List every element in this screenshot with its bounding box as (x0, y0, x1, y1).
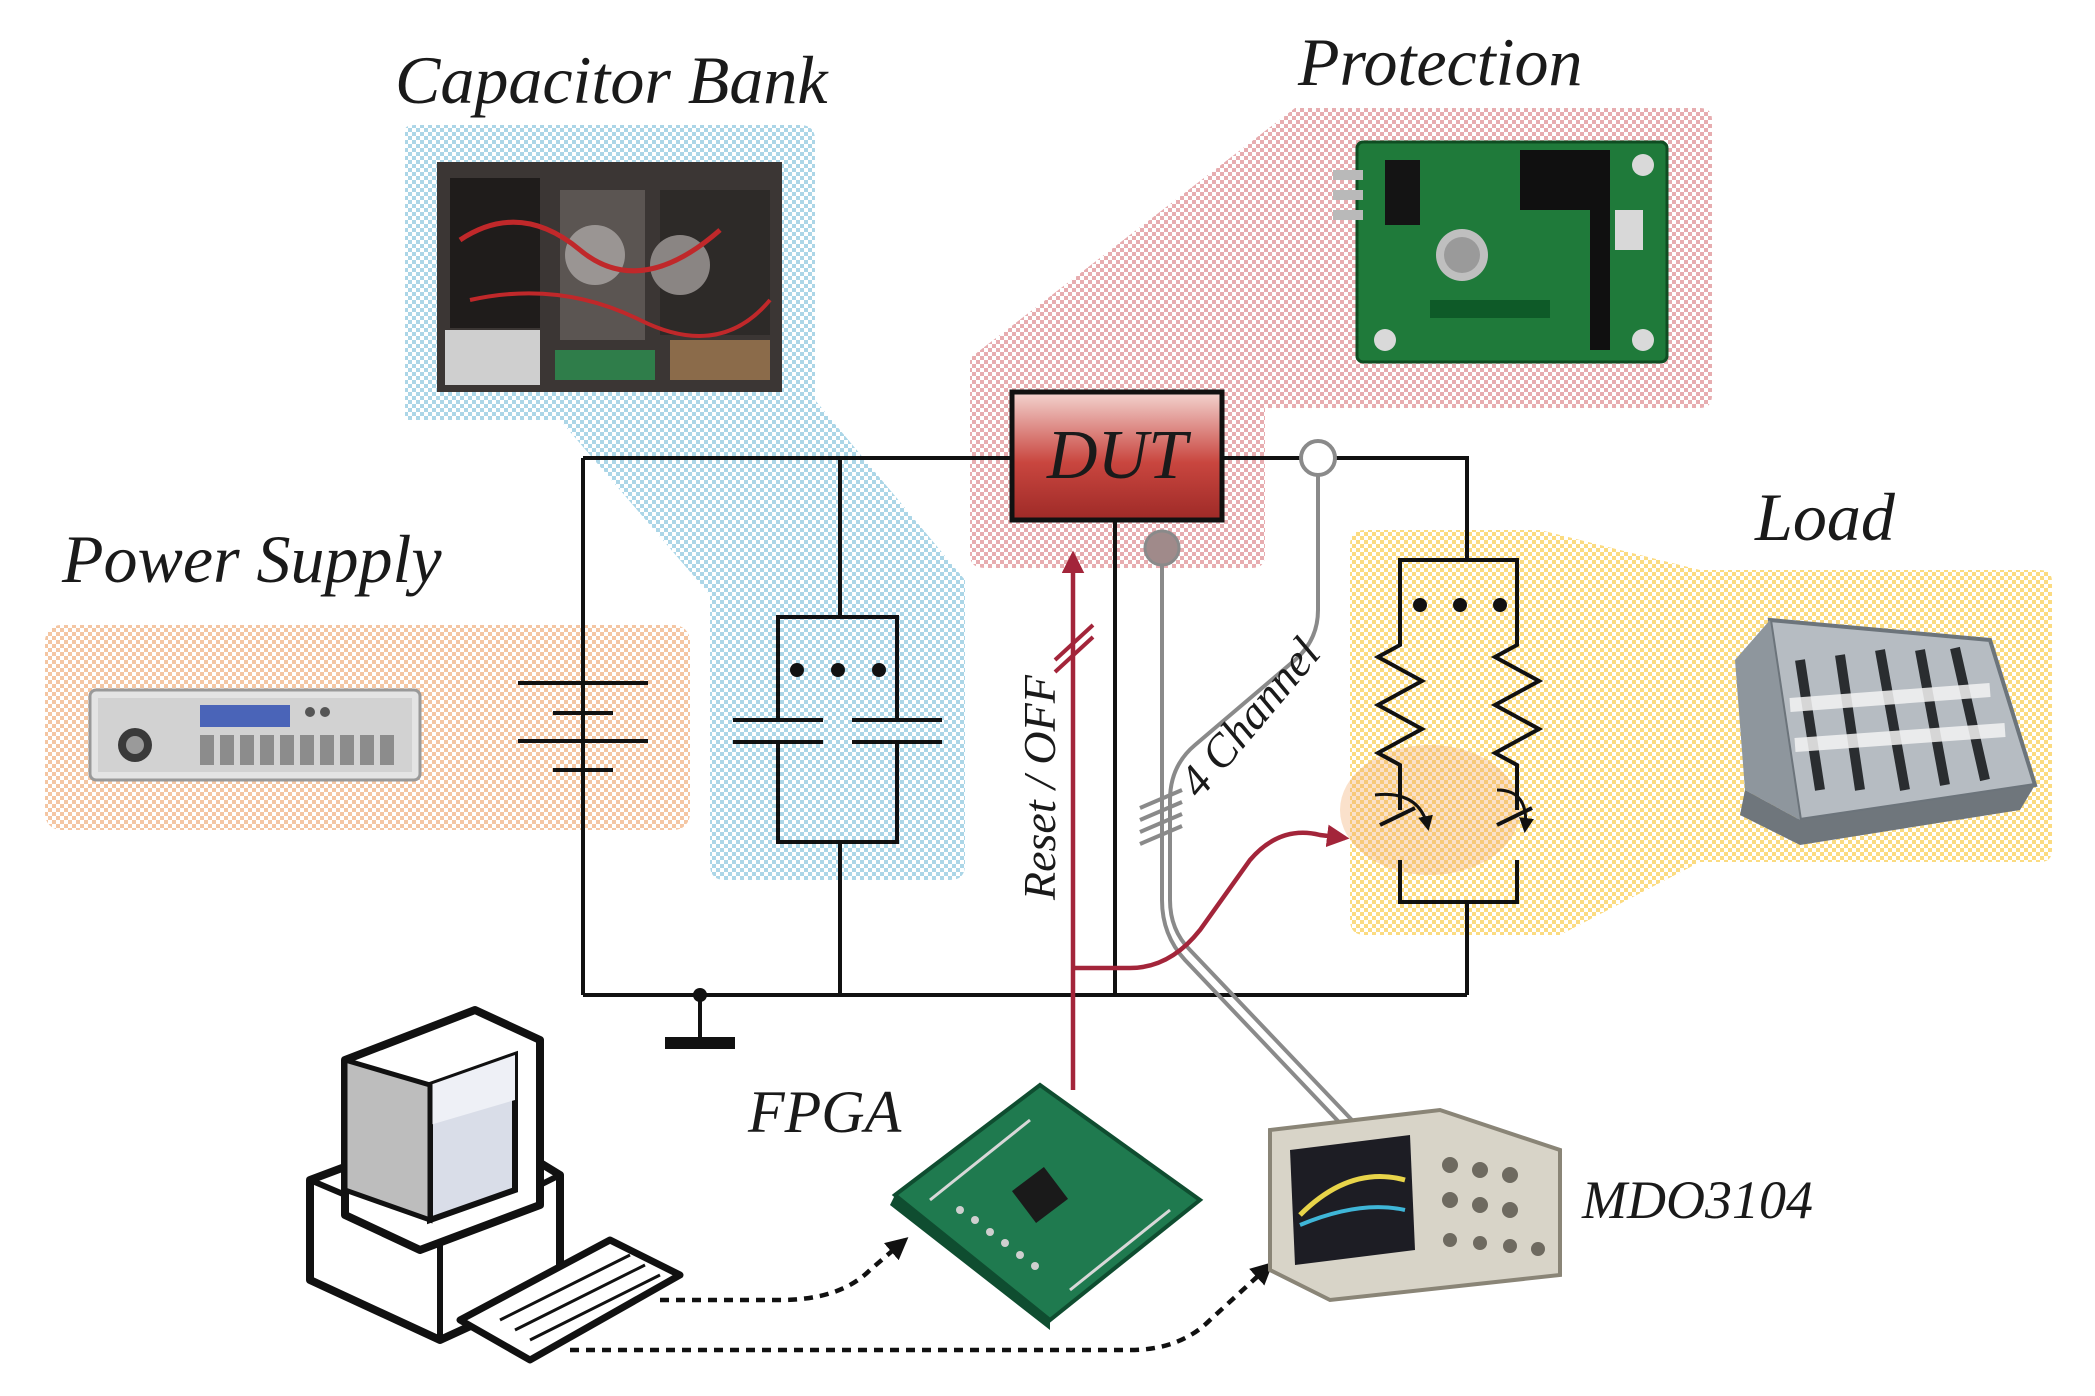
fpga-board-icon (890, 1082, 1204, 1330)
capacitor-symbol (733, 615, 942, 844)
fpga-label: FPGA (747, 1079, 902, 1145)
reset-off-label: Reset / OFF (1014, 674, 1065, 901)
resistor-load-box-photo (1735, 617, 2038, 845)
oscilloscope-icon (1268, 1107, 1562, 1303)
load-control-signal (1073, 824, 1350, 971)
pc-to-fpga-link (660, 1237, 909, 1303)
dut-block: DUT (1009, 389, 1225, 523)
switch-highlight (1340, 745, 1520, 875)
protection-board-photo (1333, 140, 1669, 364)
pc-to-scope-link (570, 1261, 1274, 1353)
power-supply-unit-icon (88, 688, 422, 782)
oscilloscope-model-label: MDO3104 (1581, 1170, 1813, 1230)
load-title: Load (1754, 479, 1896, 555)
protection-title: Protection (1297, 24, 1583, 100)
power-supply-title: Power Supply (61, 521, 442, 597)
dut-label: DUT (1046, 417, 1192, 494)
capacitor-bank-photo (437, 162, 782, 392)
battery-symbol (518, 680, 648, 772)
desktop-computer-icon (306, 1006, 684, 1364)
ground-symbol (665, 988, 735, 1049)
four-channel-label: 4 Channel (1169, 628, 1330, 807)
capacitor-bank-title: Capacitor Bank (395, 42, 829, 118)
load-resistor-network (1373, 558, 1544, 904)
control-signal-wires: Reset / OFF (1014, 550, 1350, 1090)
